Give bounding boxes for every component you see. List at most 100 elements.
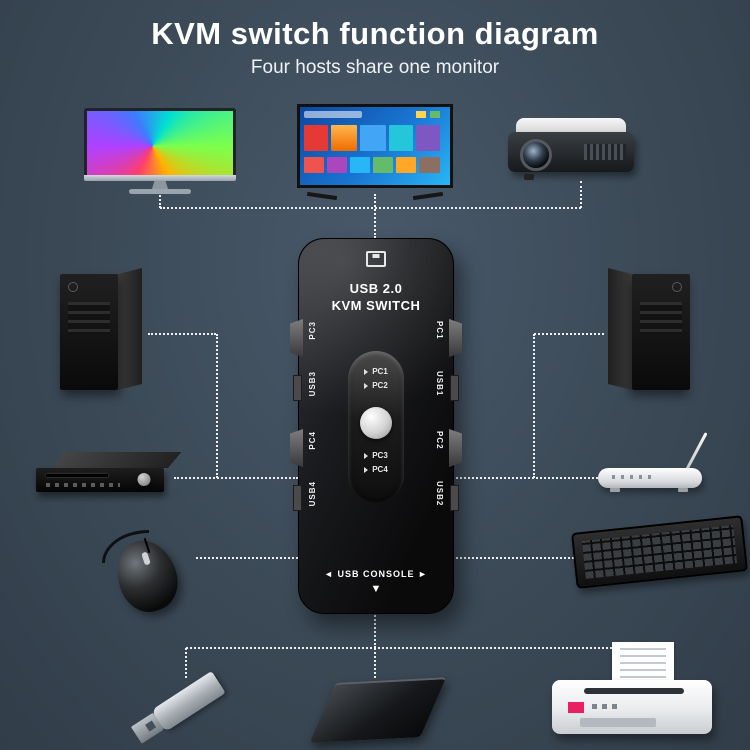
tower-side [608,268,632,390]
smart-tv-icon [297,104,453,201]
tv-app-tile [304,157,324,173]
connector-line [534,333,604,335]
page-title: KVM switch function diagram [151,16,599,51]
dvd-player-icon [36,446,182,502]
port-label-usb1: USB1 [435,371,444,397]
projector-lens [520,139,552,171]
page-subtitle: Four hosts share one monitor [250,57,500,78]
tv-app-tile [350,157,370,173]
keyboard-icon [571,515,749,599]
port-label-pc1: PC1 [435,321,444,340]
tv-status-icon [416,111,426,118]
usb-flash-drive-icon [126,666,238,748]
connector-line [174,477,298,479]
console-right-arrow-icon: ► [418,569,428,579]
console-label-row: ◄ USB CONSOLE ► [299,569,453,579]
player-disc-slot [46,474,108,477]
monitor-icon [84,108,236,194]
tv-app-tile [396,157,416,173]
connector-line [374,612,376,648]
selector-indicator-pc2: PC2 [348,381,404,390]
connector-line [185,648,187,678]
connector-line [374,648,376,678]
router-foot [678,488,688,492]
connector-line [452,557,574,559]
tv-app-tile [419,157,440,173]
player-buttons [46,483,120,487]
portable-drive-body [309,677,447,743]
keyboard-body [571,515,748,589]
player-knob [137,473,151,486]
tv-app-tile [389,125,413,151]
connector-line [160,207,581,209]
wifi-router-icon [598,428,710,502]
kvm-model-line1: USB 2.0 [349,281,403,296]
vga-port-pc1 [449,319,462,357]
tv-leg [412,191,444,201]
projector-foot [524,174,534,180]
selector-label: PC4 [372,465,388,474]
vga-port-pc2 [449,429,462,467]
selector-indicator-pc4: PC4 [348,465,404,474]
monitor-screen [84,108,236,175]
connector-line [159,192,161,208]
portable-drive-icon [309,677,447,744]
usb-drive-body [151,671,226,733]
selector-label: PC2 [372,381,388,390]
selector-button [360,407,392,439]
port-label-usb4: USB4 [308,481,317,507]
connector-line [533,334,535,478]
printer-ink-accent [568,702,584,713]
tv-app-tile [373,157,393,173]
connector-line [374,194,376,238]
port-label-usb2: USB2 [435,481,444,507]
tv-leg [306,191,338,201]
mouse-icon [96,530,200,620]
projector-icon [508,118,638,180]
connector-line [580,181,582,208]
player-top [52,452,182,468]
tv-menu-bar [304,111,362,118]
printer-output-tray [580,718,656,727]
usb-port-usb4 [293,485,302,511]
printer-buttons [592,704,622,709]
console-left-arrow-icon: ◄ [324,569,334,579]
selector-label: PC3 [372,451,388,460]
pc-tower-right-icon [604,266,690,392]
tv-app-tile [416,125,440,151]
kvm-model-line2: KVM SWITCH [331,298,421,313]
tower-front [60,274,118,390]
usb-port-usb2 [450,485,459,511]
tv-app-tile [360,125,386,151]
tv-screen [297,104,453,188]
keyboard-keys [581,525,738,579]
selector-label: PC1 [372,367,388,376]
port-label-usb3: USB3 [308,371,317,397]
monitor-bezel [84,175,236,181]
tv-app-tile [331,125,357,151]
connector-line [216,334,218,478]
connector-line [148,333,216,335]
projector-top [516,118,626,136]
tower-side [118,268,142,390]
usb-port-usb1 [450,375,459,401]
pc-tower-left-icon [60,266,146,392]
projector-vent [584,144,626,160]
selector-indicator-pc3: PC3 [348,451,404,460]
tv-app-tile [304,125,328,151]
port-label-pc3: PC3 [308,321,317,340]
tower-front [632,274,690,390]
usb-port-usb3 [293,375,302,401]
router-antenna [685,432,708,471]
monitor-base [129,189,191,194]
connector-line [186,647,632,649]
console-down-arrow-icon: ▼ [370,583,382,595]
console-label: USB CONSOLE [337,569,415,579]
selector-panel: PC1 PC2 PC3 PC4 [348,351,404,503]
printer-icon [552,642,718,750]
tv-app-tile [327,157,347,173]
port-label-pc4: PC4 [308,431,317,450]
printer-feed-slot [584,688,684,694]
router-foot [610,488,620,492]
